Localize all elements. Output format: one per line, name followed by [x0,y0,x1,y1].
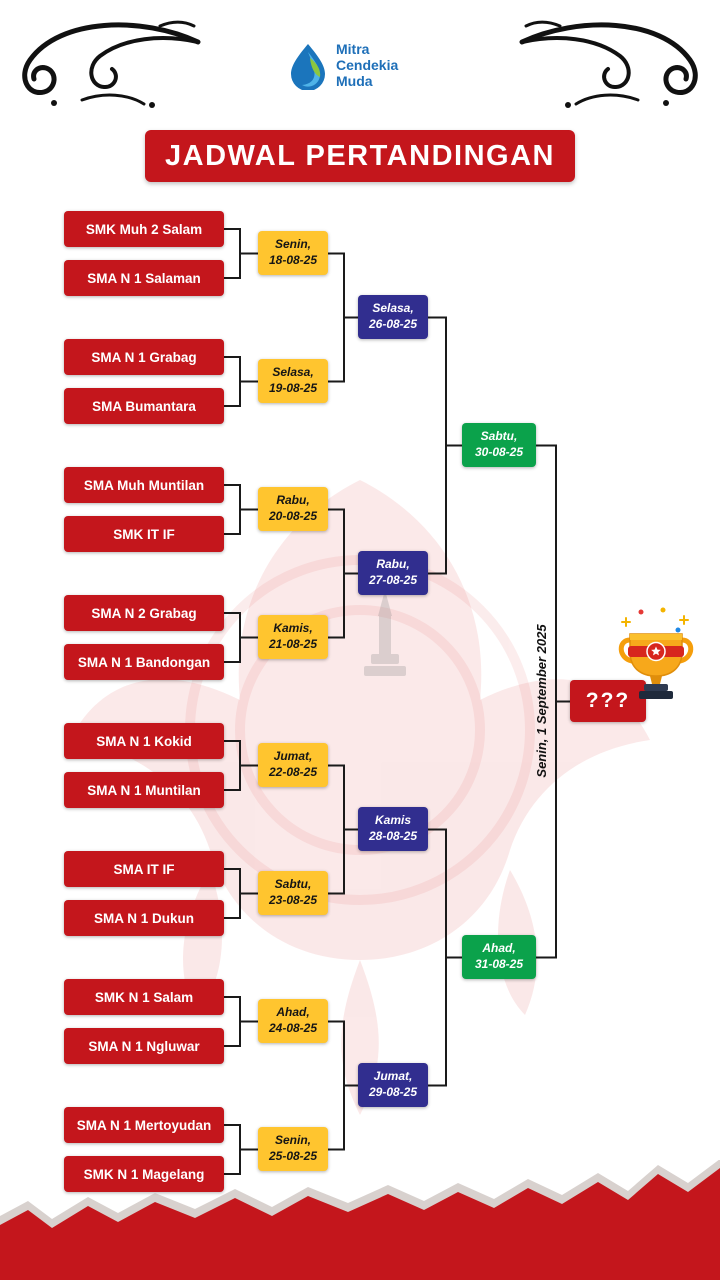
match-date: 25-08-25 [268,1149,318,1163]
match-date: 27-08-25 [368,573,418,587]
flourish-ornament-left-icon [22,20,201,108]
team-box-15: SMA N 1 Mertoyudan [64,1107,224,1143]
organizer-logo: Mitra Cendekia Muda [288,42,398,90]
match-day: Selasa, [272,365,314,380]
match-date: 19-08-25 [268,381,318,395]
flourish-ornament-right-icon [519,20,698,108]
logo-line-2: Cendekia [336,57,399,74]
match-day: Selasa, [372,301,414,316]
team-box-4: SMA Bumantara [64,388,224,424]
round1-match-4: Kamis, 21-08-25 [258,615,328,659]
team-box-11: SMA IT IF [64,851,224,887]
round2-match-4: Jumat, 29-08-25 [358,1063,428,1107]
match-day: Sabtu, [274,877,312,892]
round2-match-2: Rabu, 27-08-25 [358,551,428,595]
team-box-16: SMK N 1 Magelang [64,1156,224,1192]
match-date: 31-08-25 [474,957,524,971]
team-box-14: SMA N 1 Ngluwar [64,1028,224,1064]
round1-match-7: Ahad, 24-08-25 [258,999,328,1043]
match-day: Kamis, [273,621,313,636]
match-date: 30-08-25 [474,445,524,459]
round1-match-2: Selasa, 19-08-25 [258,359,328,403]
match-day: Sabtu, [480,429,518,444]
match-date: 21-08-25 [268,637,318,651]
page-title: JADWAL PERTANDINGAN [145,130,575,182]
round1-match-3: Rabu, 20-08-25 [258,487,328,531]
match-date: 28-08-25 [368,829,418,843]
team-box-13: SMK N 1 Salam [64,979,224,1015]
trophy-icon [618,607,694,699]
match-date: 20-08-25 [268,509,318,523]
team-box-1: SMK Muh 2 Salam [64,211,224,247]
final-winner-box: ??? [570,680,646,722]
team-box-3: SMA N 1 Grabag [64,339,224,375]
match-date: 24-08-25 [268,1021,318,1035]
torn-paper-edge [0,1160,720,1280]
match-day: Senin, [274,1133,311,1148]
monument-watermark [364,590,406,676]
team-box-10: SMA N 1 Muntilan [64,772,224,808]
logo-wordmark: Mitra Cendekia Muda [336,42,398,89]
match-day: Jumat, [373,1069,413,1084]
match-day: Kamis [374,813,412,828]
semifinal-match-1: Sabtu, 30-08-25 [462,423,536,467]
logo-line-1: Mitra [336,41,370,58]
team-box-7: SMA N 2 Grabag [64,595,224,631]
match-date: 18-08-25 [268,253,318,267]
logo-line-3: Muda [336,72,373,89]
match-day: Ahad, [482,941,516,956]
team-box-12: SMA N 1 Dukun [64,900,224,936]
semifinal-match-2: Ahad, 31-08-25 [462,935,536,979]
round1-match-5: Jumat, 22-08-25 [258,743,328,787]
logo-drop-icon [291,44,325,90]
round1-match-8: Senin, 25-08-25 [258,1127,328,1171]
match-day: Jumat, [273,749,313,764]
match-day: Rabu, [376,557,410,572]
match-date: 26-08-25 [368,317,418,331]
round1-match-6: Sabtu, 23-08-25 [258,871,328,915]
match-date: 22-08-25 [268,765,318,779]
match-day: Senin, [274,237,311,252]
team-box-8: SMA N 1 Bandongan [64,644,224,680]
match-date: 29-08-25 [368,1085,418,1099]
match-day: Rabu, [276,493,310,508]
final-date-label: Senin, 1 September 2025 [534,624,549,778]
round1-match-1: Senin, 18-08-25 [258,231,328,275]
round2-match-3: Kamis 28-08-25 [358,807,428,851]
team-box-2: SMA N 1 Salaman [64,260,224,296]
round2-match-1: Selasa, 26-08-25 [358,295,428,339]
team-box-6: SMK IT IF [64,516,224,552]
match-date: 23-08-25 [268,893,318,907]
match-day: Ahad, [276,1005,310,1020]
team-box-9: SMA N 1 Kokid [64,723,224,759]
team-box-5: SMA Muh Muntilan [64,467,224,503]
